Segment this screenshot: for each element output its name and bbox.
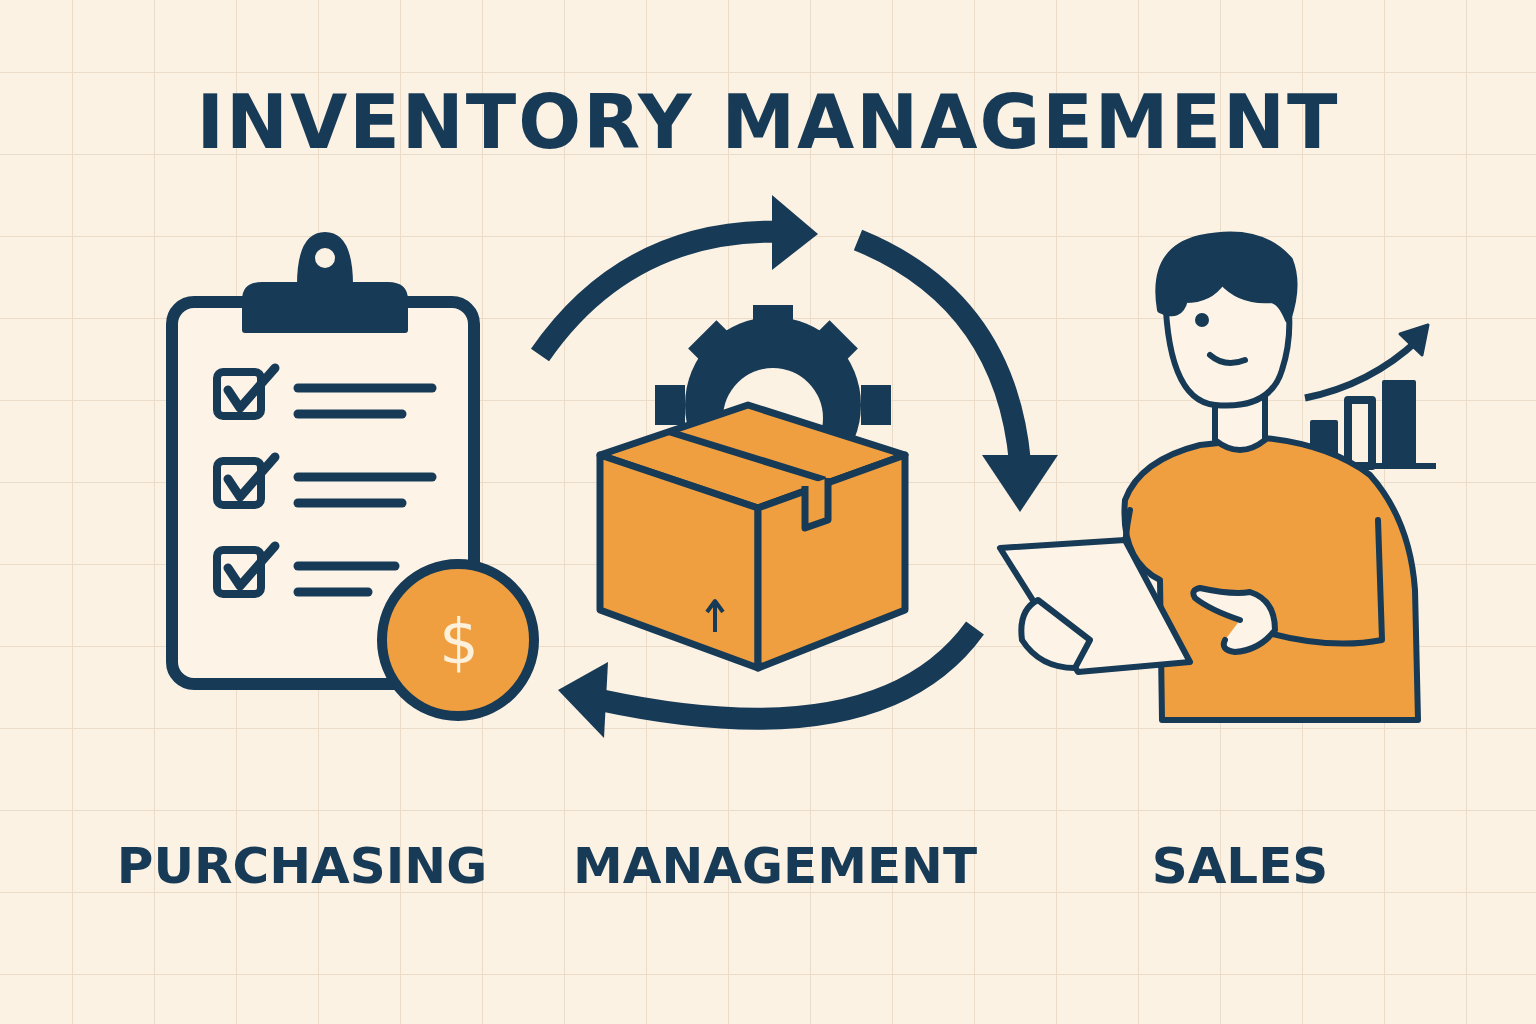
package-box — [600, 405, 905, 668]
coin-icon — [382, 564, 534, 716]
growth-chart — [1300, 325, 1436, 466]
currency-symbol: $ — [439, 611, 478, 673]
arrow-heads — [558, 195, 1058, 738]
stage-label: PURCHASING — [117, 841, 487, 891]
diagram-title: INVENTORY MANAGEMENT — [197, 85, 1340, 159]
stage-label: MANAGEMENT — [573, 841, 977, 891]
stage-label: SALES — [1152, 841, 1329, 891]
cycle-arrows — [540, 232, 1020, 719]
sales-person — [1000, 234, 1418, 720]
